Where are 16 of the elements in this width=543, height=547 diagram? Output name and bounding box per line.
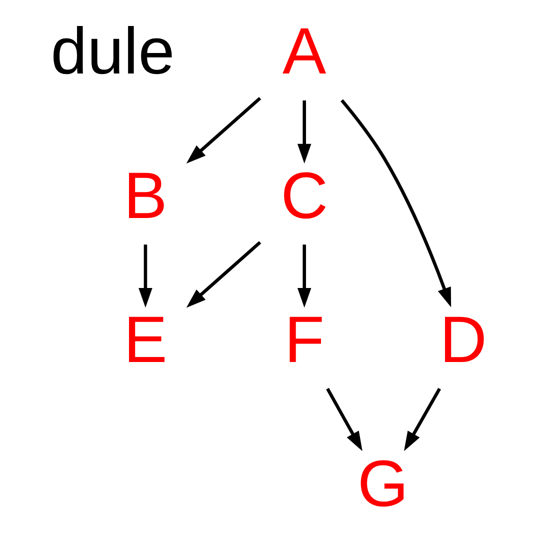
node-text: D: [439, 302, 486, 376]
node-text: F: [284, 302, 324, 376]
arrow: [186, 96, 261, 164]
arrow: [186, 241, 261, 308]
arrow: [296, 100, 311, 164]
arrow: [403, 388, 440, 452]
node-text: C: [280, 158, 328, 232]
arrow: [326, 388, 362, 452]
node-text: G: [356, 447, 408, 520]
node-text: B: [123, 158, 167, 232]
node-text: A: [282, 14, 326, 88]
node-text: E: [123, 302, 167, 376]
label: dule: [50, 14, 174, 88]
arrow: [296, 244, 311, 308]
arrow: [138, 244, 152, 308]
arrow: [340, 99, 451, 308]
